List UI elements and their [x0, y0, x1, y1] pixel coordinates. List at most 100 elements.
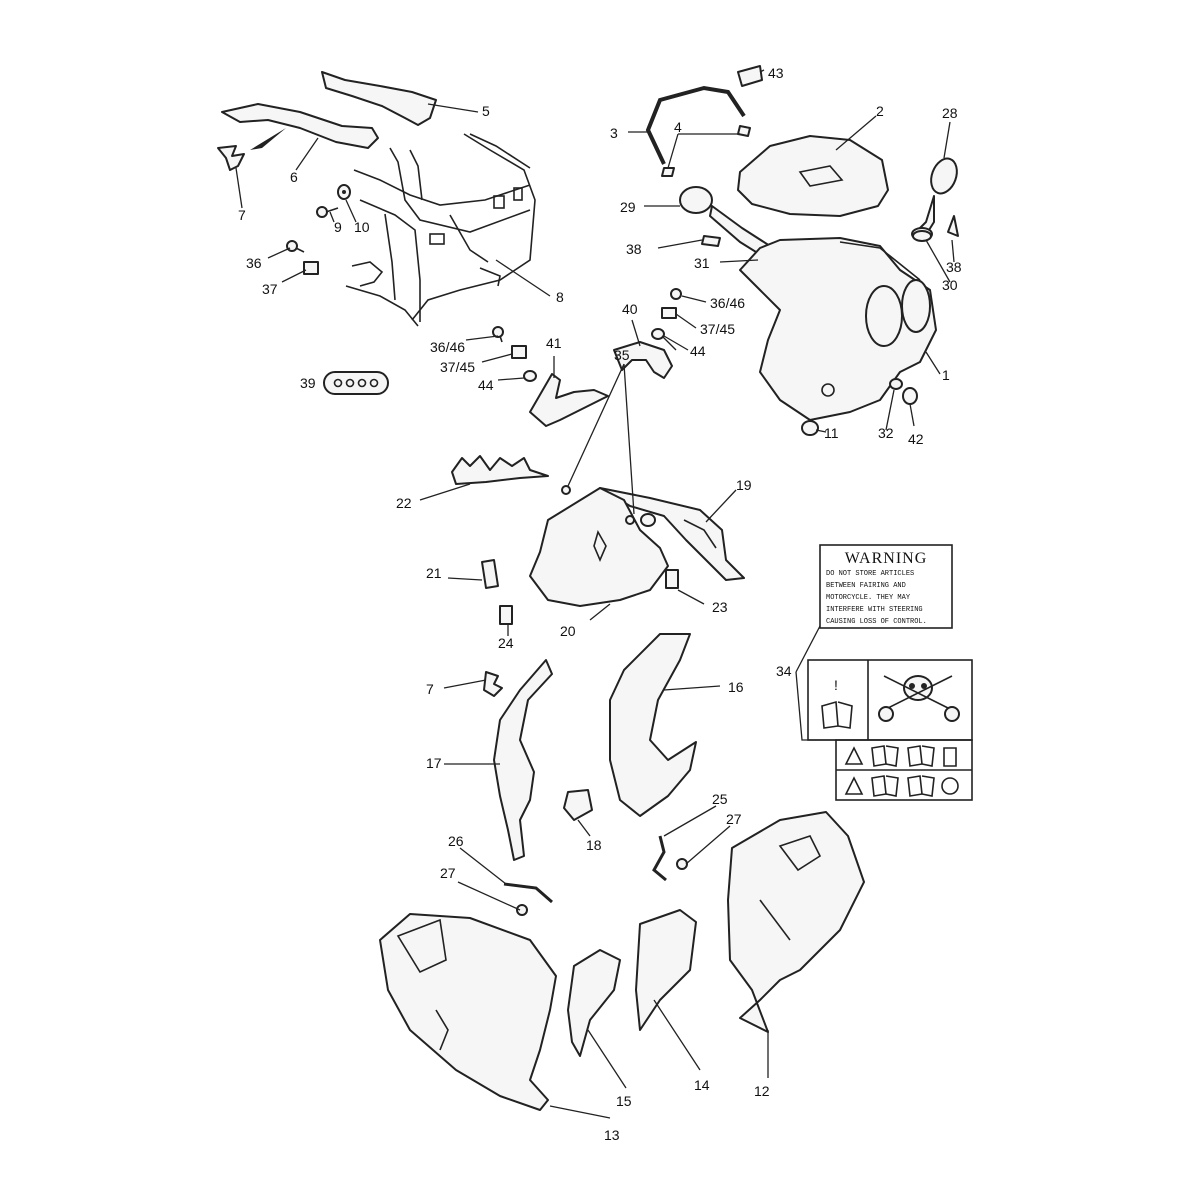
warning-line-4: INTERFERE WITH STEERING — [826, 606, 923, 614]
part-26-stay — [503, 882, 553, 904]
callout-38-left: 38 — [626, 241, 642, 257]
callout-27-right: 27 — [726, 811, 742, 827]
callout-36-46-left: 36/46 — [430, 339, 465, 355]
callout-43: 43 — [768, 65, 784, 81]
part-15-panel — [567, 949, 621, 1057]
callout-8: 8 — [556, 289, 564, 305]
callout-23: 23 — [712, 599, 728, 615]
part-4-clip-a — [737, 125, 751, 137]
part-10-washer — [337, 184, 351, 200]
callout-24: 24 — [498, 635, 514, 651]
part-37-45-nut-right — [661, 307, 677, 319]
callout-28: 28 — [942, 105, 958, 121]
part-4-clip-b — [661, 167, 675, 177]
part-27-screw-right — [676, 858, 688, 870]
part-32-grommet — [889, 378, 903, 390]
callout-15: 15 — [616, 1093, 632, 1109]
callout-36: 36 — [246, 255, 262, 271]
warning-line-3: MOTORCYCLE. THEY MAY — [826, 594, 911, 602]
callout-5: 5 — [482, 103, 490, 119]
part-35-screw-b — [625, 513, 656, 527]
part-18-clip — [563, 789, 593, 821]
callout-27-left: 27 — [440, 865, 456, 881]
callout-10: 10 — [354, 219, 370, 235]
callout-30: 30 — [942, 277, 958, 293]
part-16-inner-panel — [609, 633, 697, 817]
callout-2: 2 — [876, 103, 884, 119]
callout-1: 1 — [942, 367, 950, 383]
book-icon — [821, 700, 853, 729]
part-9-bolt — [316, 206, 339, 218]
part-20-inner-panel — [529, 487, 669, 607]
book-icon-4 — [871, 775, 899, 797]
callout-29: 29 — [620, 199, 636, 215]
callout-38-right: 38 — [946, 259, 962, 275]
callout-11: 11 — [824, 425, 839, 441]
part-22-panel — [451, 455, 549, 485]
callout-21: 21 — [426, 565, 442, 581]
callout-numbers: 1 2 3 4 5 6 7 8 9 10 36 37 39 36/46 37/4… — [238, 65, 962, 1143]
part-27-screw-left — [516, 904, 528, 916]
callout-13: 13 — [604, 1127, 620, 1143]
part-19-inner-panel — [599, 487, 745, 581]
callout-17: 17 — [426, 755, 442, 771]
part-2-windscreen — [737, 135, 889, 217]
part-37-45-nut — [511, 345, 527, 359]
callout-3: 3 — [610, 125, 618, 141]
part-30-nut — [912, 230, 932, 242]
callout-44-right: 44 — [690, 343, 706, 359]
callout-14: 14 — [694, 1077, 710, 1093]
callout-35: 35 — [614, 347, 630, 363]
part-21-clip — [481, 559, 499, 589]
part-34-warning-label: WARNING DO NOT STORE ARTICLES BETWEEN FA… — [819, 544, 953, 629]
exclamation-icon: ! — [834, 677, 838, 693]
warning-line-5: CAUSING LOSS OF CONTROL. — [826, 618, 927, 626]
part-39-grommet-strip — [323, 371, 389, 395]
book-icon-3 — [907, 745, 935, 767]
helmet-icon — [941, 777, 959, 795]
part-14-panel — [635, 909, 697, 1031]
part-44-washer-right — [651, 328, 665, 340]
callout-40: 40 — [622, 301, 638, 317]
callout-41: 41 — [546, 335, 562, 351]
callout-32: 32 — [878, 425, 894, 441]
part-41-bracket — [529, 373, 609, 427]
fuel-icon — [943, 747, 957, 767]
warning-triangle-icon-1 — [844, 746, 864, 765]
part-42-grommet — [902, 387, 918, 405]
part-37-nut — [303, 261, 319, 275]
part-3-trim — [645, 85, 746, 165]
part-23-clip — [665, 569, 679, 589]
part-35-screw-a — [561, 485, 571, 495]
part-38-pad — [701, 235, 721, 247]
callout-19: 19 — [736, 477, 752, 493]
part-40-bracket — [613, 341, 673, 379]
callout-39: 39 — [300, 375, 316, 391]
part-36-bolt — [286, 240, 305, 253]
warning-line-1: DO NOT STORE ARTICLES — [826, 570, 914, 578]
part-34-icon-label: ! — [807, 659, 973, 801]
callout-25: 25 — [712, 791, 728, 807]
book-icon-2 — [871, 745, 899, 767]
callout-16: 16 — [728, 679, 744, 695]
callout-7a: 7 — [238, 207, 246, 223]
warning-triangle-icon-2 — [844, 776, 864, 795]
callout-4: 4 — [674, 119, 682, 135]
part-17-bracket — [493, 659, 553, 861]
callout-12: 12 — [754, 1083, 770, 1099]
callout-37-45-right: 37/45 — [700, 321, 735, 337]
callout-20: 20 — [560, 623, 576, 639]
part-25-stay — [652, 835, 667, 882]
part-36-46-bolt — [492, 326, 504, 343]
book-icon-5 — [907, 775, 935, 797]
part-13-lower-fairing-left — [379, 913, 557, 1111]
part-7-clip-mid — [483, 671, 503, 697]
part-12-lower-fairing-right — [727, 811, 865, 1033]
part-36-46-bolt-right — [670, 288, 682, 300]
part-44-washer — [523, 370, 537, 382]
part-38-pad-right — [947, 215, 959, 237]
part-7-clip — [217, 145, 245, 171]
callout-37-45-left: 37/45 — [440, 359, 475, 375]
leader-lines — [235, 69, 955, 1119]
